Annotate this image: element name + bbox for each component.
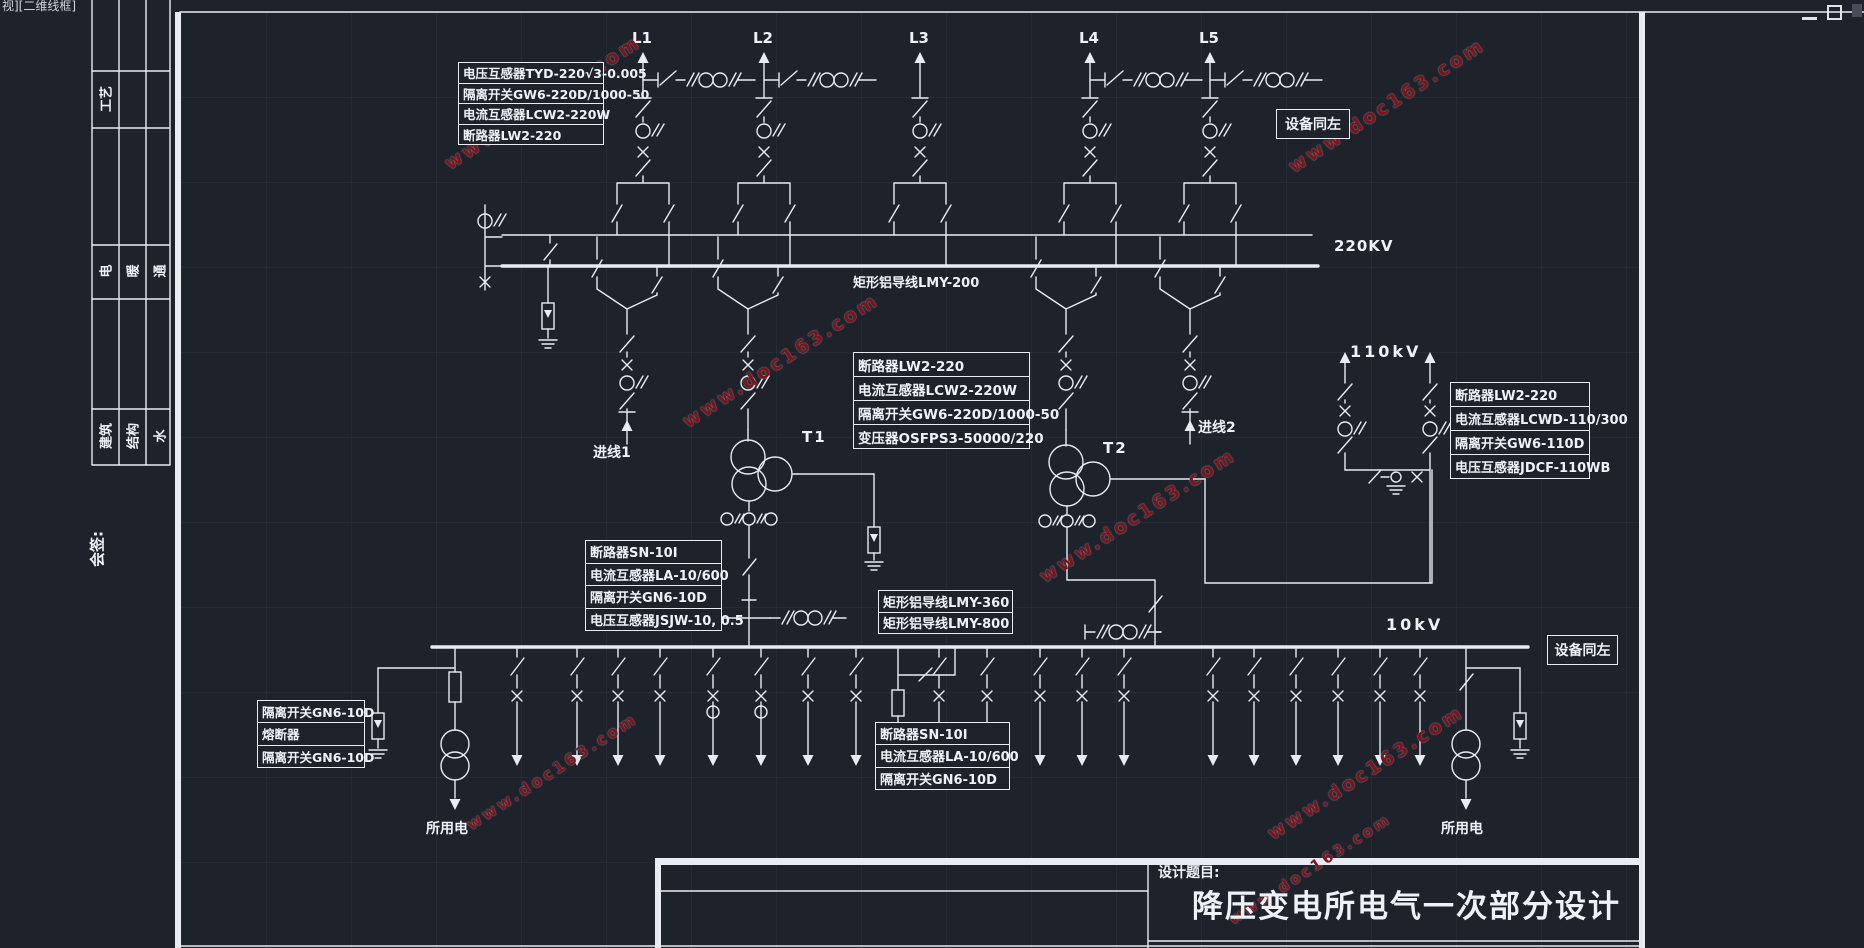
equipment-row: 隔离开关GN6-10D bbox=[258, 744, 374, 767]
equipment-box-220kv-line: 电压互感器TYD-220√3-0.005 隔离开关GW6-220D/1000-5… bbox=[458, 62, 649, 145]
equipment-row: 隔离开关GW6-220D/1000-50 bbox=[854, 400, 1059, 424]
same-as-left-text: 设备同左 bbox=[1554, 643, 1611, 659]
voltage-label-10kv: 10kV bbox=[1386, 615, 1444, 634]
busbar-220kv bbox=[500, 234, 1320, 268]
line-label-l5: L5 bbox=[1199, 29, 1219, 47]
incoming-line-1-label: 进线1 bbox=[593, 445, 631, 461]
discipline-jianzhu: 建筑 bbox=[99, 422, 115, 450]
equipment-row: 断路器LW2-220 bbox=[459, 123, 603, 145]
discipline-jiegou: 结构 bbox=[126, 422, 142, 450]
equipment-row: 隔离开关GW6-220D/1000-50 bbox=[459, 82, 649, 104]
same-as-left-box-right: 设备同左 bbox=[1547, 635, 1618, 665]
cad-grid bbox=[181, 12, 1639, 948]
discipline-dian: 电 bbox=[99, 264, 115, 278]
transformer-t2-label: T2 bbox=[1103, 439, 1128, 457]
discipline-tong: 通 bbox=[153, 264, 169, 278]
line-label-l2: L2 bbox=[753, 29, 773, 47]
voltage-label-220kv: 220KV bbox=[1334, 237, 1394, 255]
equipment-row: 隔离开关GN6-10D bbox=[262, 705, 375, 721]
same-as-left-box-top: 设备同左 bbox=[1276, 109, 1350, 139]
discipline-gongyi: 工艺 bbox=[99, 85, 115, 113]
equipment-row: 电压互感器JDCF-110WB bbox=[1451, 454, 1610, 478]
line-label-l3: L3 bbox=[909, 29, 929, 47]
drawing-title: 降压变电所电气一次部分设计 bbox=[1192, 889, 1621, 925]
incoming-bay-1 bbox=[592, 237, 662, 445]
discipline-table bbox=[91, 0, 171, 466]
minimize-icon[interactable] bbox=[1802, 8, 1817, 20]
transformer-t2-bay bbox=[1031, 237, 1433, 646]
busbar-220-label: 矩形铝导线LMY-200 bbox=[853, 276, 980, 291]
bus-pt-bay bbox=[477, 204, 558, 349]
line-bay-L3 bbox=[889, 52, 951, 266]
title-block-caption: 设计题目: bbox=[1158, 865, 1220, 881]
equipment-box-110kv: 断路器LW2-220 电流互感器LCWD-110/300 隔离开关GW6-110… bbox=[1450, 382, 1628, 479]
same-as-left-text: 设备同左 bbox=[1285, 117, 1341, 133]
incoming-line-2-label: 进线2 bbox=[1198, 420, 1236, 436]
equipment-row: 电流互感器LA-10/600 bbox=[876, 744, 1019, 766]
equipment-box-10kv-feeder: 断路器SN-10I 电流互感器LA-10/600 隔离开关GN6-10D bbox=[875, 722, 1019, 790]
discipline-nuan: 暖 bbox=[126, 264, 142, 278]
station-service-left-label: 所用电 bbox=[426, 821, 468, 837]
equipment-row: 断路器LW2-220 bbox=[1455, 389, 1558, 404]
equipment-box-10kv-busbar: 矩形铝导线LMY-360 矩形铝导线LMY-800 bbox=[878, 590, 1013, 634]
viewport-label: 视][二维线框] bbox=[2, 0, 77, 13]
restore-icon[interactable] bbox=[1827, 5, 1842, 20]
equipment-row: 电流互感器LCWD-110/300 bbox=[1451, 406, 1628, 430]
equipment-row: 断路器LW2-220 bbox=[858, 358, 965, 375]
station-service-right bbox=[1451, 647, 1530, 810]
equipment-row: 矩形铝导线LMY-360 bbox=[883, 595, 1010, 611]
incoming-bay-2 bbox=[1155, 237, 1225, 445]
close-icon[interactable] bbox=[1852, 4, 1862, 17]
voltage-label-110kv: 110kV bbox=[1350, 342, 1422, 361]
equipment-box-station-service: 隔离开关GN6-10D 熔断器 隔离开关GN6-10D bbox=[257, 700, 375, 768]
station-service-left bbox=[368, 647, 470, 810]
equipment-box-10kv-left: 断路器SN-10I 电流互感器LA-10/600 隔离开关GN6-10D 电压互… bbox=[585, 540, 744, 631]
equipment-row: 隔离开关GN6-10D bbox=[586, 585, 721, 608]
line-bay-L2 bbox=[733, 52, 876, 266]
transformer-t1-label: T1 bbox=[802, 428, 827, 446]
signature-label: 会签: bbox=[88, 531, 107, 567]
equipment-row: 隔离开关GN6-10D bbox=[876, 766, 1009, 789]
equipment-row: 矩形铝导线LMY-800 bbox=[879, 611, 1012, 634]
equipment-row: 电压互感器JSJW-10, 0.5 bbox=[586, 607, 744, 631]
equipment-row: 隔离开关GW6-110D bbox=[1451, 430, 1589, 454]
equipment-row: 电压互感器TYD-220√3-0.005 bbox=[463, 66, 647, 82]
line-bay-L4 bbox=[1059, 52, 1202, 266]
line-label-l1: L1 bbox=[632, 29, 652, 47]
equipment-row: 电流互感器LA-10/600 bbox=[586, 562, 729, 586]
equipment-row: 断路器SN-10I bbox=[590, 546, 678, 562]
equipment-row: 变压器OSFPS3-50000/220 bbox=[854, 424, 1044, 448]
equipment-row: 电流互感器LCW2-220W bbox=[459, 103, 610, 124]
transformer-t1-bay bbox=[635, 237, 884, 646]
title-block-lines bbox=[655, 858, 1645, 948]
station-service-right-label: 所用电 bbox=[1441, 821, 1483, 837]
equipment-row: 电流互感器LCW2-220W bbox=[854, 376, 1029, 400]
section-110kv bbox=[1337, 352, 1452, 584]
equipment-box-220kv-transformer: 断路器LW2-220 电流互感器LCW2-220W 隔离开关GW6-220D/1… bbox=[853, 352, 1059, 449]
equipment-row: 断路器SN-10I bbox=[880, 728, 968, 744]
line-label-l4: L4 bbox=[1079, 29, 1099, 47]
equipment-row: 熔断器 bbox=[258, 722, 364, 744]
discipline-shui: 水 bbox=[153, 429, 169, 443]
sheet-frame bbox=[175, 11, 1864, 948]
